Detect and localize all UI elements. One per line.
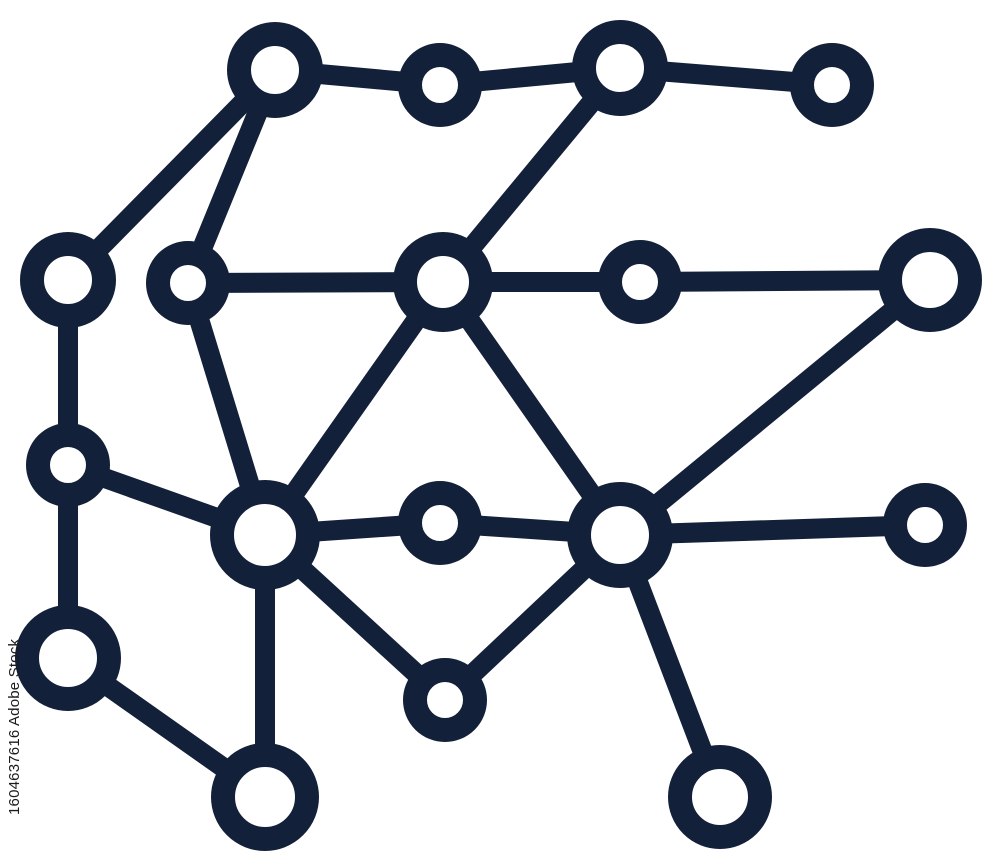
node-r bbox=[668, 745, 772, 849]
node-m bbox=[567, 482, 673, 588]
node-h bbox=[598, 240, 682, 324]
edges-layer bbox=[58, 58, 940, 807]
node-l bbox=[398, 481, 482, 565]
node-b bbox=[398, 43, 482, 127]
node-k bbox=[210, 480, 320, 590]
edge-a-e bbox=[58, 60, 285, 290]
node-j bbox=[26, 423, 110, 507]
node-f bbox=[146, 241, 230, 325]
edge-i-m bbox=[610, 270, 940, 545]
node-o bbox=[15, 605, 121, 711]
node-a bbox=[227, 22, 323, 118]
node-p bbox=[403, 658, 487, 742]
node-n bbox=[883, 483, 967, 567]
node-q bbox=[211, 743, 319, 851]
nodes-layer bbox=[15, 20, 982, 851]
watermark-text: 1604637616 Adobe Stock bbox=[6, 638, 23, 815]
node-d bbox=[790, 43, 874, 127]
node-i bbox=[878, 228, 982, 332]
node-g bbox=[393, 232, 493, 332]
node-e bbox=[20, 232, 116, 328]
node-c bbox=[572, 20, 668, 116]
